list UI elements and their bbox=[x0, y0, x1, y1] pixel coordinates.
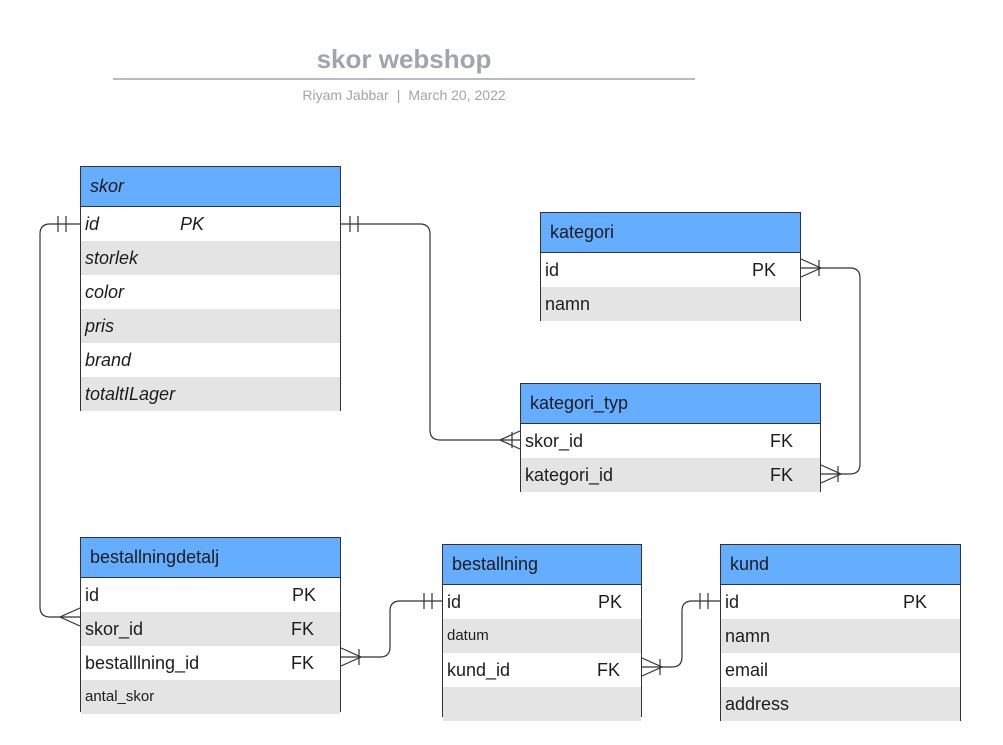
subtitle-separator: | bbox=[396, 87, 401, 103]
entity-row[interactable]: datum bbox=[443, 619, 641, 653]
field-name: kund_id bbox=[447, 660, 511, 680]
entity-row[interactable]: skor_id FK bbox=[521, 424, 820, 458]
title-divider bbox=[113, 78, 695, 80]
entity-row[interactable]: email bbox=[721, 653, 960, 687]
entity-row[interactable]: totaltILager bbox=[81, 377, 340, 411]
crowfoot-marker bbox=[820, 464, 843, 484]
key-label: FK bbox=[291, 653, 315, 673]
crowfoot-marker bbox=[800, 258, 823, 278]
entity-row-empty[interactable] bbox=[443, 687, 641, 721]
key-label: PK bbox=[292, 585, 317, 605]
entity-header[interactable]: skor bbox=[81, 167, 340, 207]
field-name: skor_id bbox=[85, 619, 144, 639]
entity-row[interactable]: address bbox=[721, 687, 960, 721]
diagram-date: March 20, 2022 bbox=[408, 87, 506, 103]
crowfoot-marker bbox=[641, 657, 664, 677]
entity-row[interactable]: brand bbox=[81, 343, 340, 377]
entity-row[interactable]: id PK bbox=[443, 585, 641, 619]
key-label: FK bbox=[597, 660, 621, 680]
diagram-title: skor webshop bbox=[316, 44, 492, 74]
field-name: kategori_id bbox=[525, 465, 614, 485]
field-name: pris bbox=[85, 316, 115, 336]
key-label: FK bbox=[291, 619, 315, 639]
entity-row[interactable]: id PK bbox=[541, 253, 800, 287]
field-name: datum bbox=[447, 627, 489, 644]
entity-row[interactable]: namn bbox=[541, 287, 800, 321]
field-name: id bbox=[545, 260, 560, 280]
field-name: id bbox=[85, 585, 100, 605]
relationship-skor-kategori-typ[interactable] bbox=[341, 223, 520, 441]
entity-header[interactable]: bestallningdetalj bbox=[81, 538, 340, 578]
field-name: id bbox=[447, 592, 462, 612]
entity-header[interactable]: bestallning bbox=[443, 545, 641, 585]
entity-row[interactable]: pris bbox=[81, 309, 340, 343]
field-name: email bbox=[725, 660, 769, 680]
entity-header[interactable]: kategori_typ bbox=[521, 384, 820, 424]
entity-row[interactable]: antal_skor bbox=[81, 680, 340, 714]
key-label: PK bbox=[903, 592, 928, 612]
author-name: Riyam Jabbar bbox=[302, 87, 389, 103]
crowfoot-marker bbox=[58, 607, 81, 627]
entity-row[interactable]: color bbox=[81, 275, 340, 309]
entity-skor[interactable]: skor id PK storlek color pris brand total… bbox=[80, 166, 341, 411]
field-name: namn bbox=[545, 294, 591, 314]
entity-row[interactable]: id PK bbox=[81, 207, 340, 241]
relationship-bestallning-bestallningdetalj[interactable] bbox=[341, 600, 442, 658]
entity-kategori[interactable]: kategori id PK namn bbox=[540, 212, 801, 321]
relationship-kategori-kategori-typ[interactable] bbox=[801, 267, 861, 475]
key-label: FK bbox=[770, 431, 794, 451]
entity-row[interactable]: id PK bbox=[81, 578, 340, 612]
field-name: skor_id bbox=[525, 431, 584, 451]
field-name: antal_skor bbox=[85, 688, 155, 705]
field-name: brand bbox=[85, 350, 132, 370]
key-label: PK bbox=[598, 592, 623, 612]
entity-row[interactable]: id PK bbox=[721, 585, 960, 619]
entity-row[interactable]: storlek bbox=[81, 241, 340, 275]
key-label: PK bbox=[180, 214, 205, 234]
relationship-skor-bestallningdetalj[interactable] bbox=[39, 223, 80, 618]
crowfoot-marker bbox=[340, 647, 363, 667]
field-name: totaltILager bbox=[85, 384, 176, 404]
field-name: id bbox=[725, 592, 740, 612]
relationship-kund-bestallning[interactable] bbox=[642, 600, 720, 668]
field-name: namn bbox=[725, 626, 771, 646]
entity-row[interactable]: kund_id FK bbox=[443, 653, 641, 687]
field-name: id bbox=[85, 214, 100, 234]
crowfoot-marker bbox=[498, 430, 521, 450]
key-label: FK bbox=[770, 465, 794, 485]
entity-row[interactable]: kategori_id FK bbox=[521, 458, 820, 492]
field-name: color bbox=[85, 282, 125, 302]
entity-header[interactable]: kategori bbox=[541, 213, 800, 253]
field-name: address bbox=[725, 694, 790, 714]
entity-header[interactable]: kund bbox=[721, 545, 960, 585]
entity-row[interactable]: namn bbox=[721, 619, 960, 653]
entity-bestallning[interactable]: bestallning id PK datum kund_id FK bbox=[442, 544, 642, 721]
entity-row[interactable]: bestalllning_id FK bbox=[81, 646, 340, 680]
entity-row[interactable]: skor_id FK bbox=[81, 612, 340, 646]
field-name: storlek bbox=[85, 248, 139, 268]
entity-kund[interactable]: kund id PK namn email address bbox=[720, 544, 961, 721]
key-label: PK bbox=[752, 260, 777, 280]
field-name: bestalllning_id bbox=[85, 653, 200, 673]
diagram-subtitle: Riyam Jabbar | March 20, 2022 bbox=[113, 87, 695, 103]
